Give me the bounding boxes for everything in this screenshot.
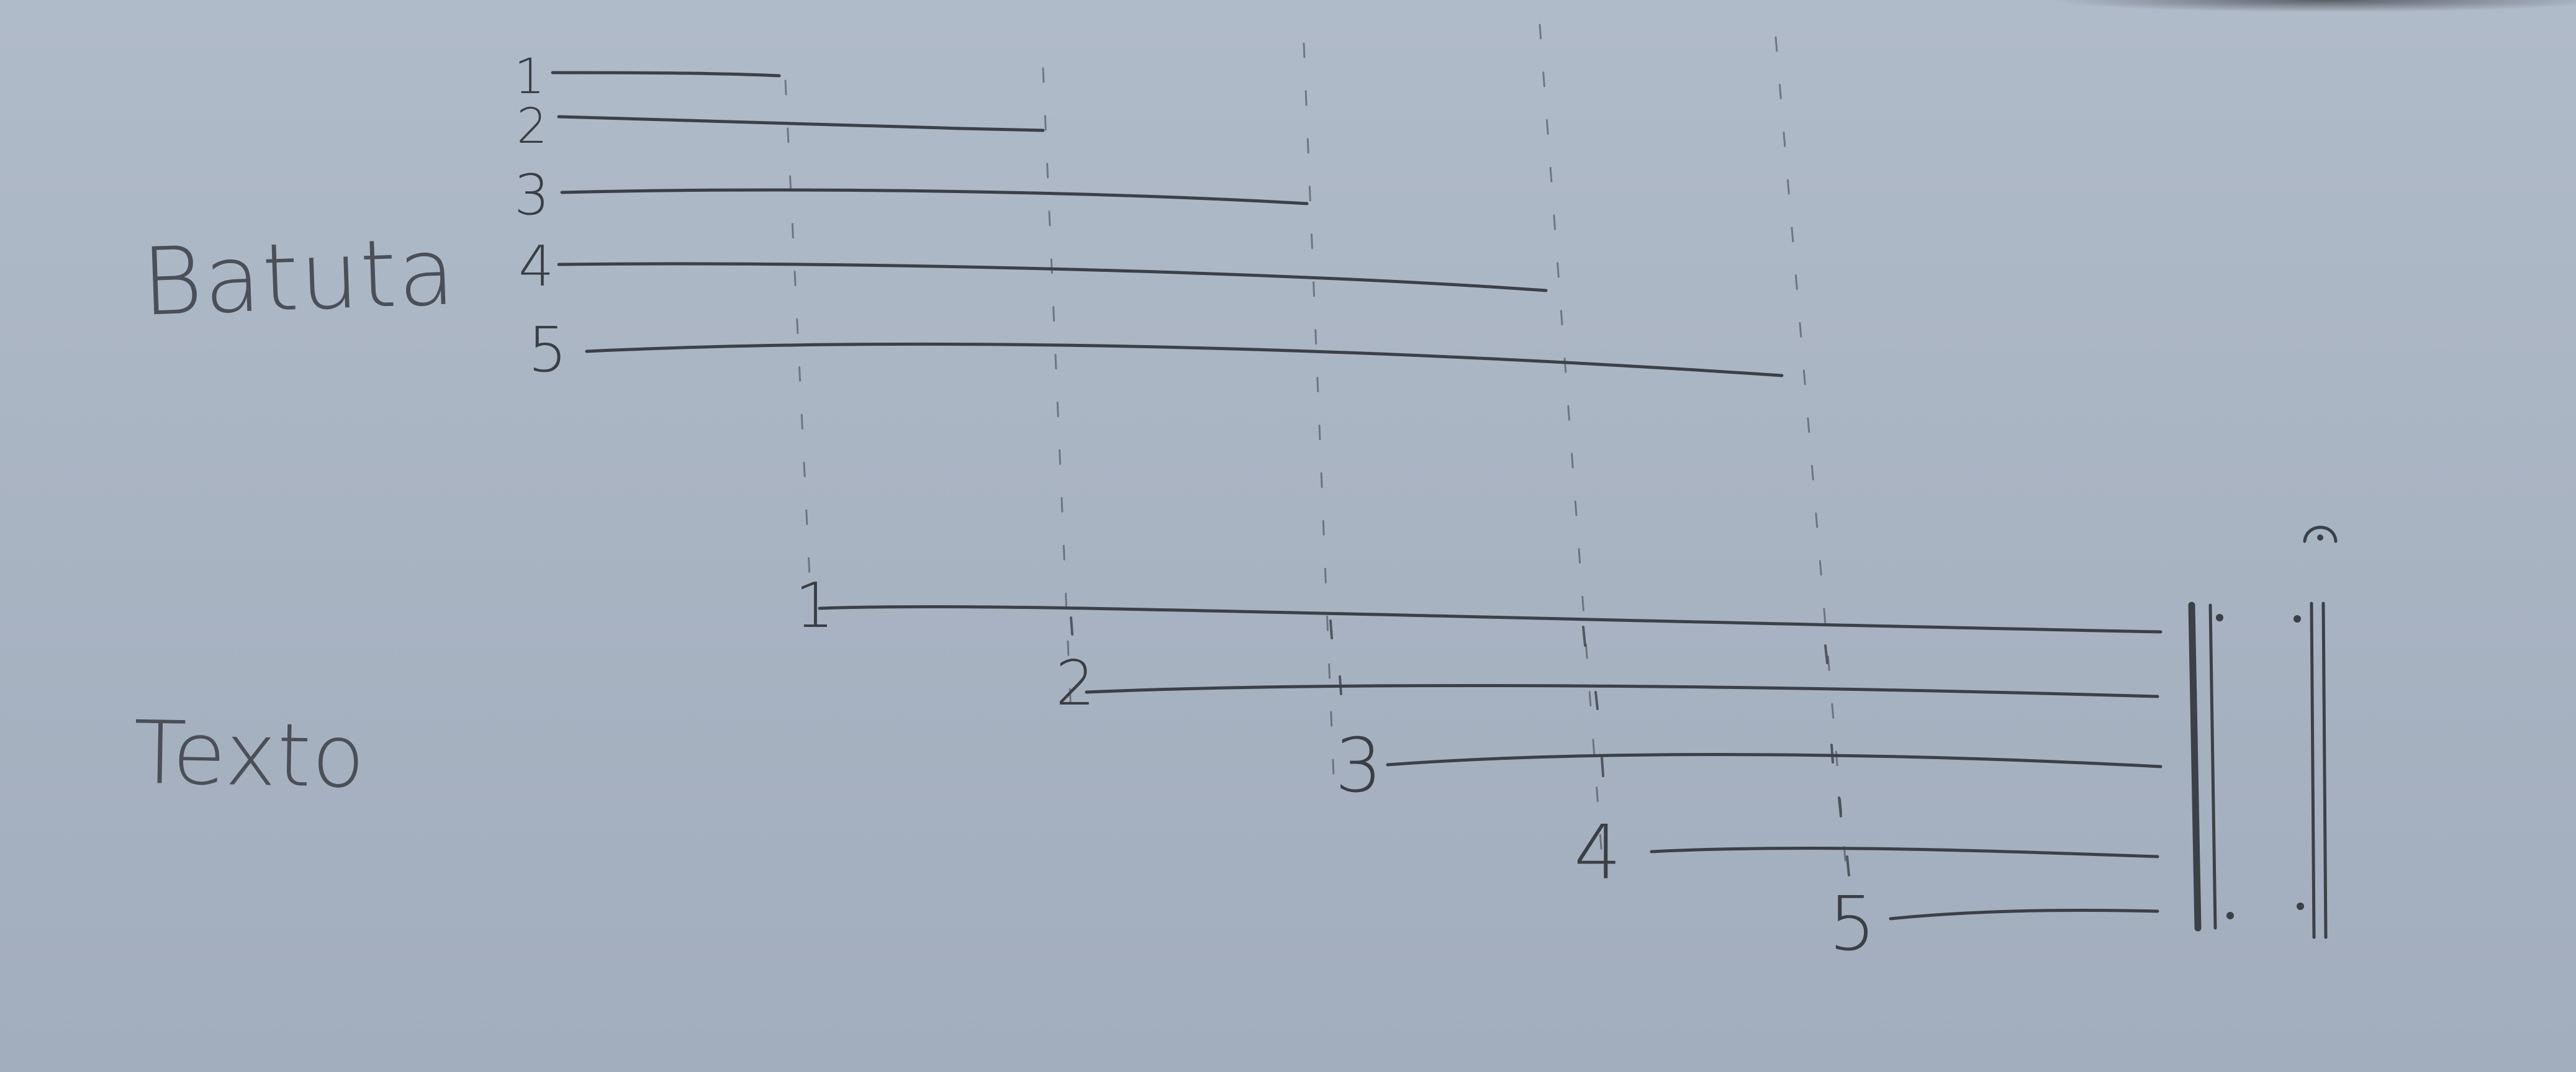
batuta-number-3: 3 bbox=[514, 163, 549, 228]
batuta-numbers: 1 2 3 4 5 bbox=[514, 49, 567, 386]
guide-3 bbox=[1303, 42, 1336, 808]
batuta-line-5 bbox=[585, 342, 1784, 377]
texto-number-3: 3 bbox=[1335, 723, 1382, 809]
texto-lines bbox=[818, 605, 2162, 921]
batuta-line-4 bbox=[557, 262, 1548, 292]
texto-number-5: 5 bbox=[1828, 881, 1876, 968]
batuta-lines bbox=[551, 71, 1784, 377]
texto-number-2: 2 bbox=[1055, 647, 1095, 719]
batuta-number-2: 2 bbox=[517, 99, 548, 155]
batuta-number-5: 5 bbox=[528, 313, 567, 386]
fermata-icon bbox=[2303, 526, 2338, 543]
texto-line-5 bbox=[1889, 908, 2159, 921]
texto-line-3 bbox=[1386, 753, 2162, 768]
texto-ticks bbox=[1070, 616, 1850, 876]
texto-line-1 bbox=[818, 605, 2162, 634]
batuta-number-4: 4 bbox=[518, 234, 554, 299]
texto-number-1: 1 bbox=[795, 569, 834, 642]
texto-numbers: 1 2 3 4 5 bbox=[795, 569, 1876, 968]
texto-number-4: 4 bbox=[1574, 810, 1621, 896]
texto-line-2 bbox=[1085, 684, 2159, 698]
final-barline-icon bbox=[2294, 601, 2328, 939]
texto-line-4 bbox=[1650, 847, 2159, 858]
guide-2 bbox=[1042, 67, 1072, 715]
batuta-line-2 bbox=[557, 115, 1045, 132]
batuta-number-1: 1 bbox=[514, 49, 545, 105]
alignment-guides bbox=[784, 24, 1848, 883]
batuta-line-1 bbox=[551, 71, 781, 78]
repeat-barline-icon bbox=[2188, 601, 2234, 932]
guide-1 bbox=[784, 79, 811, 591]
guide-4 bbox=[1539, 24, 1603, 858]
batuta-line-3 bbox=[560, 188, 1309, 205]
